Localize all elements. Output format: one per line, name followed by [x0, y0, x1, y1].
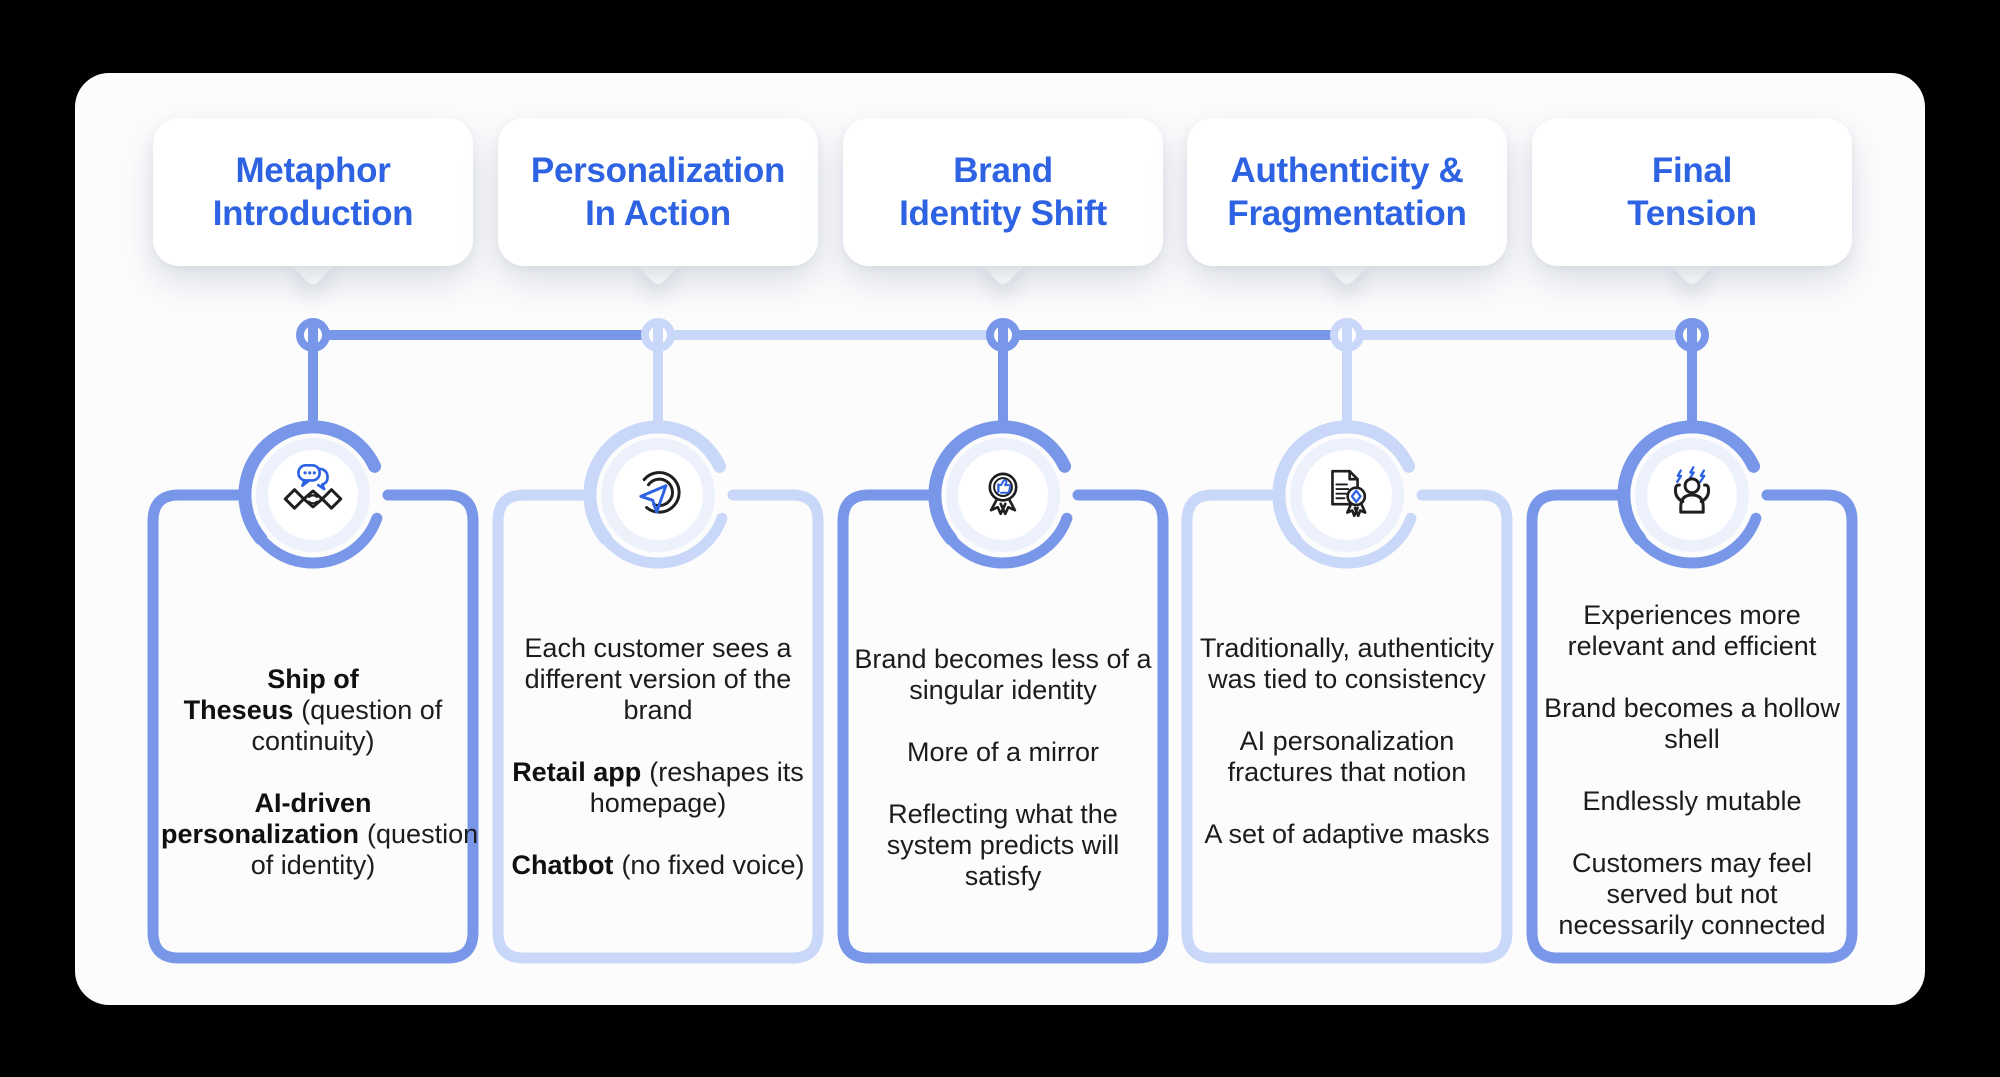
card-text: Brand becomes less of a singular identit… [851, 644, 1155, 923]
icon-disc [613, 450, 703, 540]
card-border [837, 489, 1169, 964]
column-graphic [837, 323, 1169, 964]
milestone-title-line: Metaphor [235, 151, 391, 190]
milestone-title-bubble: Brand Identity Shift [843, 118, 1163, 266]
card-paragraph: Retail app(reshapes its homepage) [512, 757, 804, 818]
icon-ring [238, 420, 382, 546]
milestone-title-line: Authenticity & [1230, 151, 1464, 190]
card-paragraph: Customers may feel served but not necess… [1558, 848, 1826, 940]
milestone-title-line: Tension [1627, 194, 1757, 233]
card-paragraph: Experiences more relevant and efficient [1567, 600, 1817, 661]
card-text: Experiences more relevant and efficient … [1540, 600, 1844, 972]
milestone-title-line: Personalization [530, 151, 786, 190]
milestone-title-bubble: Personalization In Action [498, 118, 818, 266]
icon-ring [1617, 420, 1761, 546]
award-thumbs-up-icon [988, 472, 1018, 516]
milestone-title-bubble: Final Tension [1532, 118, 1852, 266]
card-border [1526, 489, 1858, 964]
milestone-title-bubble: Authenticity & Fragmentation [1187, 118, 1507, 266]
card-paragraph: More of a mirror [906, 737, 1100, 767]
card-paragraph: AI personalization fractures that notion [1227, 726, 1467, 787]
card-border [1181, 489, 1513, 964]
milestone-title-line: Brand [953, 151, 1053, 190]
card-paragraph: Ship of Theseus(question of continuity) [183, 664, 443, 756]
icon-ring [583, 420, 727, 546]
column-graphic [492, 323, 824, 964]
stressed-person-icon [1673, 466, 1711, 514]
milestone-title-line: Final [1651, 151, 1733, 190]
icon-ring [928, 420, 1072, 546]
milestone-column-5: Final Tension Experiences more relevant … [1512, 0, 1872, 1077]
cursor-reach-icon [639, 471, 681, 514]
card-border [147, 489, 479, 964]
card-paragraph: Each customer sees a different version o… [524, 633, 792, 725]
milestone-title-bubble: Metaphor Introduction [153, 118, 473, 266]
card-paragraph: Brand becomes a hollow shell [1544, 693, 1840, 754]
milestone-title-line: In Action [585, 194, 731, 233]
card-paragraph: AI-driven personalization(question of id… [161, 788, 479, 880]
timeline [296, 318, 1709, 352]
card-paragraph: Traditionally, authenticity was tied to … [1199, 633, 1495, 694]
milestone-title-line: Identity Shift [899, 194, 1107, 233]
milestone-title-line: Introduction [212, 194, 414, 233]
card-paragraph: Chatbot(no fixed voice) [511, 850, 805, 880]
card-text: Ship of Theseus(question of continuity) … [161, 664, 479, 912]
certificate-award-icon [1331, 469, 1367, 518]
card-border [492, 489, 824, 964]
milestone-column-2: Personalization In Action Each customer … [478, 0, 838, 1077]
milestone-column-3: Brand Identity Shift Brand becomes less … [823, 0, 1183, 1077]
milestone-column-4: Authenticity & Fragmentation Traditional… [1167, 0, 1527, 1077]
card-paragraph: Reflecting what the system predicts will… [886, 799, 1120, 891]
column-graphic [1181, 323, 1513, 964]
column-graphic [147, 323, 479, 964]
column-graphic [1526, 323, 1858, 964]
card-paragraph: Brand becomes less of a singular identit… [854, 644, 1152, 705]
card-text: Each customer sees a different version o… [506, 633, 810, 912]
card-paragraph: A set of adaptive masks [1204, 819, 1490, 849]
milestone-title-line: Fragmentation [1227, 194, 1467, 233]
chat-handshake-icon [283, 463, 343, 510]
card-paragraph: Endlessly mutable [1582, 786, 1802, 816]
milestone-column-1: Metaphor Introduction [133, 0, 493, 1077]
icon-ring [1272, 420, 1416, 546]
card-text: Traditionally, authenticity was tied to … [1195, 633, 1499, 881]
